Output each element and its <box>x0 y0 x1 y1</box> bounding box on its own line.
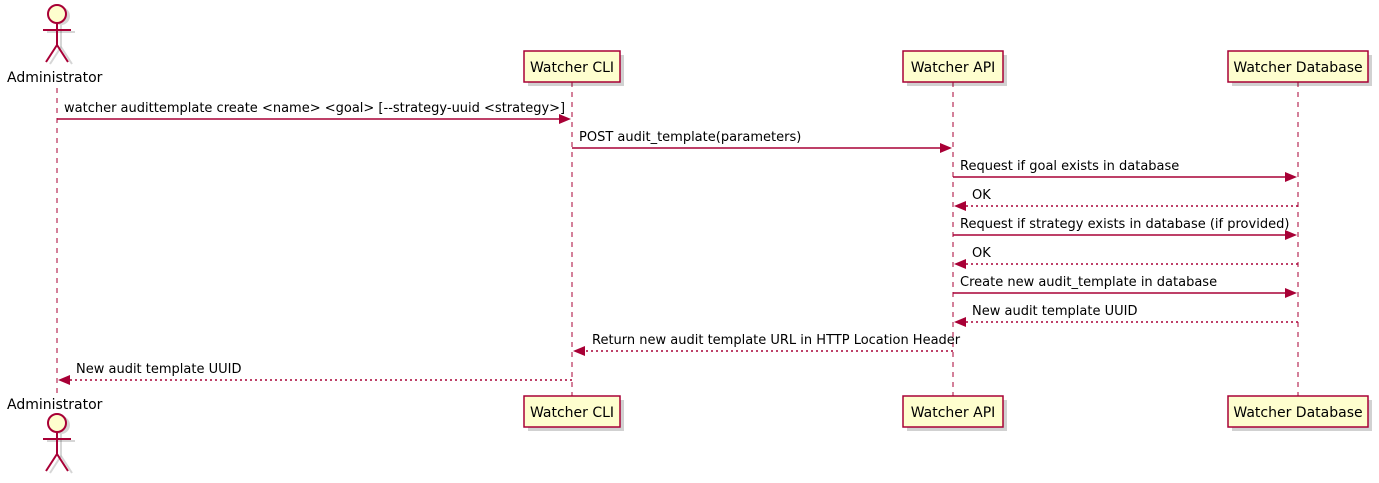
message-4-label: OK <box>972 188 991 203</box>
message-10: New audit template UUID <box>58 362 572 385</box>
participant-label-watcher-database-top: Watcher Database <box>1233 60 1362 76</box>
message-6-label: OK <box>972 246 991 261</box>
participant-watcher-cli-bottom[interactable]: Watcher CLI <box>523 395 624 431</box>
participant-label-watcher-database-bottom: Watcher Database <box>1233 405 1362 421</box>
actor-administrator-top[interactable] <box>43 4 75 65</box>
message-6: OK <box>954 246 1298 269</box>
participant-label-watcher-api-bottom: Watcher API <box>911 405 996 421</box>
participant-watcher-api-top[interactable]: Watcher API <box>902 50 1007 86</box>
participant-watcher-database-top[interactable]: Watcher Database <box>1227 50 1372 86</box>
participant-watcher-api-bottom[interactable]: Watcher API <box>902 395 1007 431</box>
participant-label-watcher-cli-bottom: Watcher CLI <box>530 405 614 421</box>
message-10-arrowhead <box>58 375 70 385</box>
actor-label-administrator-top: Administrator <box>7 70 103 86</box>
message-8: New audit template UUID <box>954 304 1298 327</box>
message-6-arrowhead <box>954 259 966 269</box>
actor-head-icon <box>47 413 67 433</box>
message-7-label: Create new audit_template in database <box>960 275 1217 290</box>
message-7: Create new audit_template in database <box>953 275 1297 298</box>
message-1-arrowhead <box>559 114 571 124</box>
message-2: POST audit_template(parameters) <box>572 130 952 153</box>
message-9-label: Return new audit template URL in HTTP Lo… <box>592 333 961 348</box>
participant-label-watcher-cli-top: Watcher CLI <box>530 60 614 76</box>
participant-box-watcher-api-bottom[interactable] <box>902 395 1004 428</box>
participant-box-watcher-cli-top[interactable] <box>523 50 621 83</box>
actor-right-leg-icon <box>56 453 69 472</box>
actor-left-leg-icon <box>45 44 58 63</box>
message-1: watcher audittemplate create <name> <goa… <box>57 101 571 124</box>
message-4: OK <box>954 188 1298 211</box>
message-3-arrowhead <box>1285 172 1297 182</box>
participant-label-watcher-api-top: Watcher API <box>911 60 996 76</box>
message-10-label: New audit template UUID <box>76 362 241 377</box>
message-1-label: watcher audittemplate create <name> <goa… <box>64 101 565 116</box>
participant-box-watcher-database-bottom[interactable] <box>1227 395 1369 428</box>
message-8-arrowhead <box>954 317 966 327</box>
message-8-label: New audit template UUID <box>972 304 1137 319</box>
message-3: Request if goal exists in database <box>953 159 1297 182</box>
actor-administrator-bottom[interactable] <box>43 413 75 474</box>
message-9-arrowhead <box>573 346 585 356</box>
actor-left-leg-icon <box>45 453 58 472</box>
message-5: Request if strategy exists in database (… <box>953 217 1297 240</box>
actor-head-icon <box>47 4 67 24</box>
message-2-label: POST audit_template(parameters) <box>579 130 801 145</box>
message-4-arrowhead <box>954 201 966 211</box>
actor-right-leg-icon <box>56 44 69 63</box>
participant-watcher-database-bottom[interactable]: Watcher Database <box>1227 395 1372 431</box>
participant-box-watcher-database-top[interactable] <box>1227 50 1369 83</box>
participant-watcher-cli-top[interactable]: Watcher CLI <box>523 50 624 86</box>
participant-box-watcher-cli-bottom[interactable] <box>523 395 621 428</box>
lifelines <box>56 82 1299 396</box>
message-2-arrowhead <box>940 143 952 153</box>
message-9: Return new audit template URL in HTTP Lo… <box>573 333 961 356</box>
message-5-arrowhead <box>1285 230 1297 240</box>
message-7-arrowhead <box>1285 288 1297 298</box>
participant-box-watcher-api-top[interactable] <box>902 50 1004 83</box>
message-5-label: Request if strategy exists in database (… <box>960 217 1289 232</box>
actor-label-administrator-bottom: Administrator <box>7 397 103 413</box>
message-3-label: Request if goal exists in database <box>960 159 1179 174</box>
